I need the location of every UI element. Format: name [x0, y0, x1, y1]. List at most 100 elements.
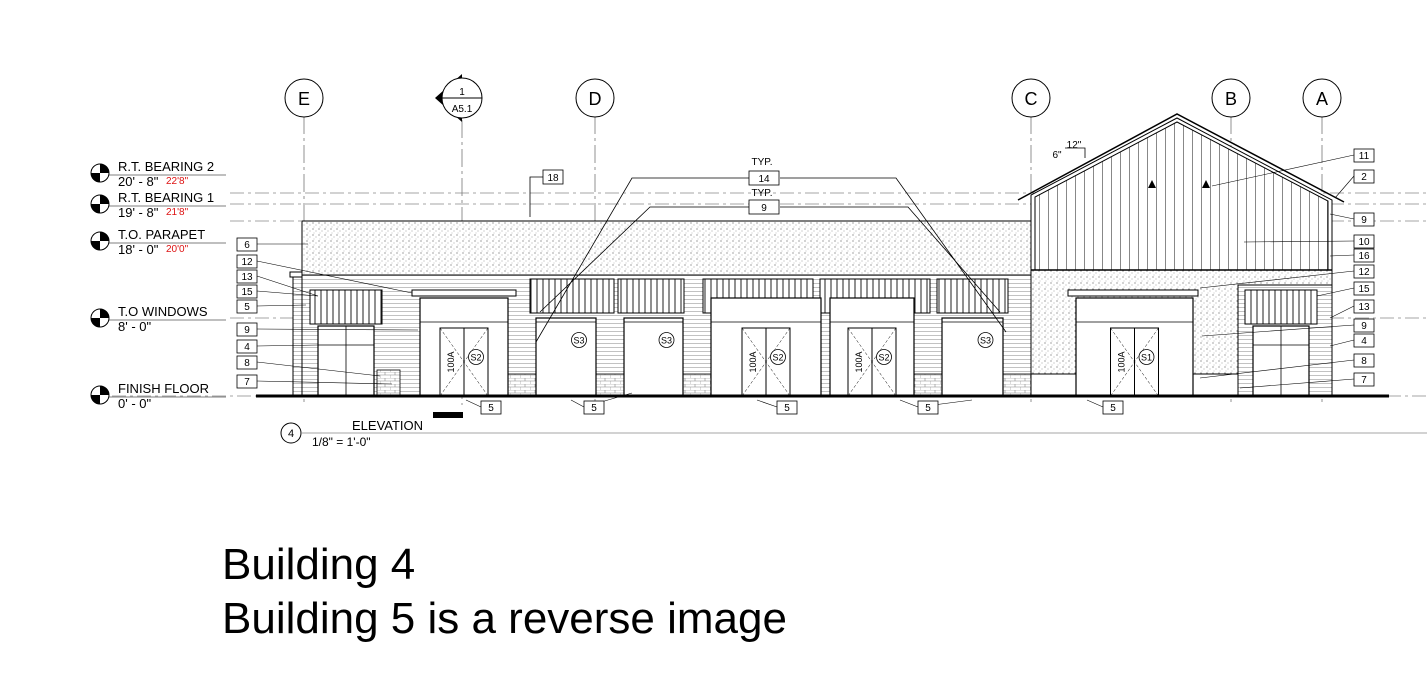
parapet [301, 220, 1032, 276]
keynote-tag: 2 [1353, 169, 1375, 184]
room-number: 100A [446, 351, 456, 372]
keynote-tag: 6 [236, 237, 258, 252]
level-value: 20' - 8" [118, 174, 159, 189]
keynote-tag: 8 [236, 355, 258, 370]
svg-text:6: 6 [244, 240, 250, 251]
room-number: 100A [748, 351, 758, 372]
svg-text:5: 5 [244, 302, 250, 313]
level-name: T.O. PARAPET [118, 227, 205, 242]
section-number: 1 [459, 87, 465, 98]
level-marker: R.T. BEARING 119' - 8"21'8" [90, 190, 226, 220]
typical-notes [529, 176, 1007, 343]
keynote-tag: 5 [917, 400, 939, 415]
view-title-text: ELEVATION [352, 418, 423, 433]
keynote-tag: 9 [1353, 318, 1375, 333]
sign-tag: S3 [661, 336, 672, 346]
view-scale: 1/8" = 1'-0" [312, 435, 371, 449]
keynote-tag: 9 [236, 322, 258, 337]
level-name: T.O WINDOWS [118, 304, 208, 319]
sign-tag: S1 [1141, 353, 1152, 363]
keynote-tag: 4 [236, 339, 258, 354]
storefront: S3 [535, 317, 597, 397]
caption-line-1: Building 4 [222, 540, 416, 589]
grid-label: B [1225, 89, 1237, 109]
svg-text:9: 9 [1361, 215, 1367, 226]
keynote-tag: 7 [1353, 372, 1375, 387]
level-revised-value: 20'0" [166, 244, 189, 255]
sign-tag: S3 [980, 336, 991, 346]
storefront: 100A S2 [710, 297, 822, 397]
keynote-tag: 4 [1353, 333, 1375, 348]
level-value: 0' - 0" [118, 396, 151, 411]
keynote-tag: 8 [1353, 353, 1375, 368]
note-typ-14: TYP. 14 [748, 157, 780, 186]
storefront: S3 [623, 317, 684, 397]
svg-text:8: 8 [1361, 356, 1367, 367]
level-name: R.T. BEARING 2 [118, 159, 214, 174]
sign-tag: S2 [772, 353, 783, 363]
grid-bubble-d: D [575, 78, 615, 118]
grid-label: D [589, 89, 602, 109]
svg-text:TYP.: TYP. [752, 157, 773, 168]
svg-text:7: 7 [1361, 375, 1367, 386]
keynote-tag: 15 [1353, 281, 1375, 296]
svg-text:5: 5 [1110, 403, 1116, 414]
svg-text:16: 16 [1358, 251, 1370, 262]
right-keynotes: 11 2 9 10 16 12 15 13 9 4 8 7 [1199, 148, 1375, 389]
keynote-tag: 5 [1102, 400, 1124, 415]
keynote-tag: 13 [1353, 299, 1375, 314]
keynote-tag: 15 [236, 284, 258, 299]
svg-text:12: 12 [1358, 267, 1370, 278]
keynote-tag: 9 [1353, 212, 1375, 227]
view-number: 4 [288, 428, 294, 440]
level-revised-value: 21'8" [166, 207, 189, 218]
svg-text:12: 12 [241, 257, 253, 268]
keynote-tag: 12 [236, 254, 258, 269]
svg-text:5: 5 [591, 403, 597, 414]
vent-icon [1202, 180, 1210, 188]
section-sheet: A5.1 [452, 104, 473, 115]
level-name: FINISH FLOOR [118, 381, 209, 396]
keynote-tag: 11 [1353, 148, 1375, 163]
svg-text:14: 14 [758, 174, 770, 185]
view-title: 4 ELEVATION 1/8" = 1'-0" [280, 418, 1427, 449]
keynote-tag: 12 [1353, 264, 1375, 279]
keynote-tag: 5 [583, 400, 605, 415]
grid-label: A [1316, 89, 1328, 109]
svg-text:9: 9 [761, 203, 767, 214]
svg-text:11: 11 [1359, 151, 1370, 162]
svg-text:18: 18 [547, 173, 559, 184]
room-number: 100A [854, 351, 864, 372]
section-marker: 1 A5.1 [435, 74, 483, 122]
svg-text:15: 15 [1358, 284, 1370, 295]
roof-slope-indicator: 12" 6" [1052, 140, 1086, 161]
svg-text:8: 8 [244, 358, 250, 369]
grid-label: C [1025, 89, 1038, 109]
keynote-tag: 10 [1353, 234, 1375, 249]
keynote-tag: 5 [776, 400, 798, 415]
svg-text:4: 4 [1361, 336, 1367, 347]
level-value: 18' - 0" [118, 242, 159, 257]
grid-bubble-c: C [1011, 78, 1051, 118]
vent-icon [1148, 180, 1156, 188]
keynote-tag: 5 [480, 400, 502, 415]
end-window [317, 325, 375, 397]
svg-text:10: 10 [1358, 237, 1370, 248]
level-marker: R.T. BEARING 220' - 8"22'8" [90, 159, 226, 189]
svg-text:12": 12" [1067, 140, 1082, 151]
sign-tag: S2 [470, 353, 481, 363]
svg-text:6": 6" [1052, 150, 1062, 161]
note-typ-9: TYP. 9 [748, 188, 780, 215]
keynote-tag: 16 [1353, 248, 1375, 263]
keynote-tag: 13 [236, 269, 258, 284]
svg-text:2: 2 [1361, 172, 1367, 183]
keynote-tag: 5 [236, 299, 258, 314]
